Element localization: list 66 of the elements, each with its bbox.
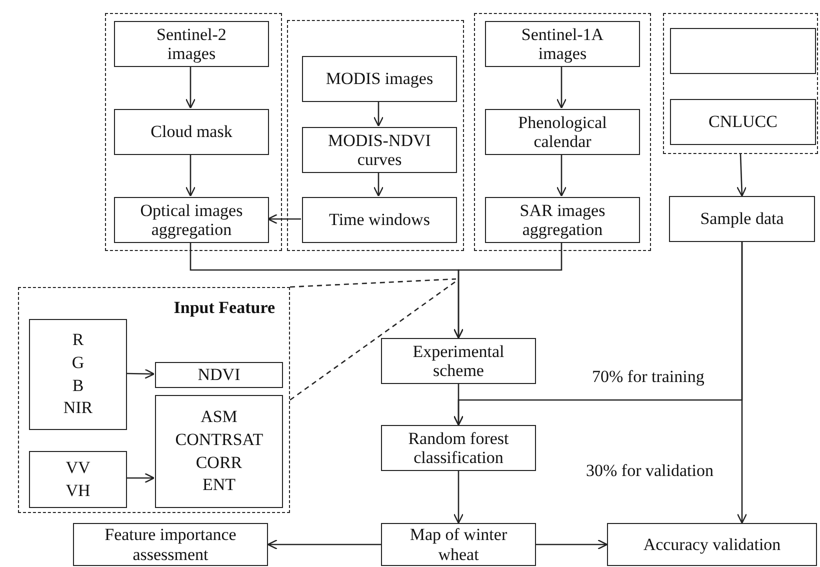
arrow xyxy=(373,172,384,197)
process-box xyxy=(670,99,816,145)
arrow xyxy=(736,154,747,197)
process-box xyxy=(114,197,269,243)
arrow xyxy=(453,384,464,426)
process-box xyxy=(381,338,536,384)
process-box xyxy=(114,21,269,67)
zoom-guide-line xyxy=(290,278,456,288)
process-box xyxy=(485,197,640,243)
node-label: VV VH xyxy=(66,456,90,502)
dashed-group-box xyxy=(105,13,282,251)
node-label: MODIS images xyxy=(326,69,434,89)
arrow xyxy=(185,154,196,197)
dashed-group-box xyxy=(474,13,651,251)
node-label: Sentinel-1A images xyxy=(520,24,605,64)
process-box xyxy=(73,523,268,566)
process-box xyxy=(485,21,640,67)
process-box xyxy=(114,109,269,155)
empty-box xyxy=(670,28,816,74)
process-box xyxy=(485,109,640,155)
node-label: Sentinel-2 images xyxy=(156,24,228,64)
node-label: Sample data xyxy=(700,209,784,229)
node-label: Accuracy validation xyxy=(643,534,781,554)
node-label: ASM CONTRSAT CORR ENT xyxy=(175,406,263,496)
node-label: R G B NIR xyxy=(63,328,93,420)
arrow xyxy=(267,214,301,224)
node-label: Optical images aggregation xyxy=(139,200,244,240)
node-label: Random forest classification xyxy=(407,428,510,468)
process-box xyxy=(381,523,536,566)
node-label: NDVI xyxy=(198,365,240,385)
arrow xyxy=(185,66,196,109)
arrow xyxy=(736,242,748,524)
arrow xyxy=(373,101,384,127)
zoom-guide-line xyxy=(290,281,456,401)
process-box xyxy=(155,395,283,508)
node-label: Map of winter wheat xyxy=(408,525,508,564)
node-label: Time windows xyxy=(329,210,430,230)
node-label: Experimental scheme xyxy=(412,342,506,380)
process-box xyxy=(302,127,457,173)
arrow xyxy=(453,471,464,524)
arrow xyxy=(126,368,155,379)
arrow xyxy=(267,539,381,550)
arrow xyxy=(556,66,567,109)
process-box xyxy=(29,451,127,508)
node-label: SAR images aggregation xyxy=(518,200,606,240)
arrow xyxy=(536,539,608,550)
process-box xyxy=(669,196,815,242)
dashed-group-box xyxy=(663,13,818,154)
arrow xyxy=(556,154,567,197)
edge-label: 70% for training xyxy=(590,367,706,387)
process-box xyxy=(302,197,457,243)
process-box xyxy=(607,523,817,566)
process-box xyxy=(381,425,536,471)
dashed-group-box xyxy=(287,20,464,251)
node-label: Cloud mask xyxy=(150,122,232,142)
node-label: Feature importance assessment xyxy=(104,525,238,564)
group-heading: Input Feature xyxy=(174,298,275,318)
process-box xyxy=(155,362,283,388)
node-label: CNLUCC xyxy=(708,112,778,132)
node-label: Phenological calendar xyxy=(517,112,608,152)
arrow xyxy=(126,472,155,484)
process-box xyxy=(29,319,127,430)
process-box xyxy=(302,56,457,102)
dashed-group-box xyxy=(18,287,290,513)
node-label: MODIS-NDVI curves xyxy=(327,130,432,170)
arrow xyxy=(453,242,562,339)
